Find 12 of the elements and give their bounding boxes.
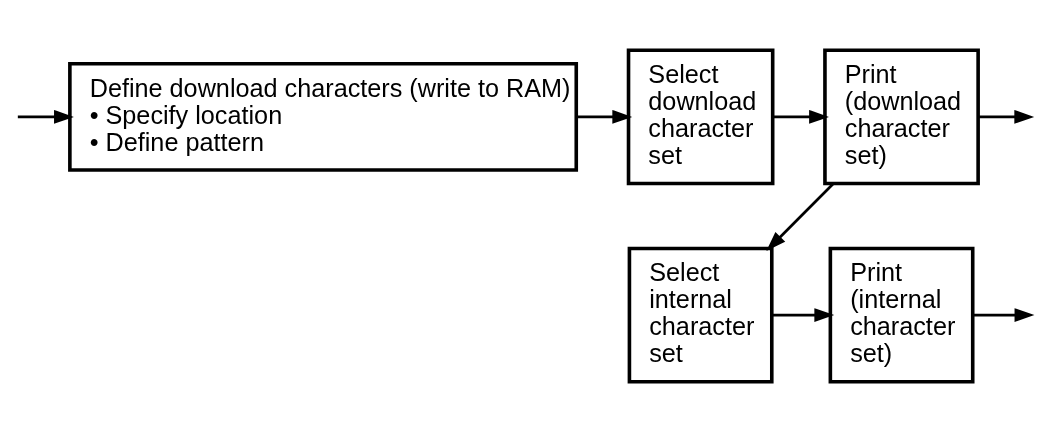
node-box: Select download character set (626, 47, 775, 185)
node-box: Print (download character set) (823, 47, 980, 185)
node-box: Select internal character set (627, 246, 774, 384)
arrow (766, 182, 834, 251)
arrow (773, 109, 829, 124)
arrow (978, 109, 1035, 124)
node-box: Print (internal character set) (828, 246, 975, 384)
node-box: Define download characters (write to RAM) • Specify location • Define pattern (68, 61, 579, 172)
arrow (576, 109, 633, 124)
arrow (772, 307, 835, 322)
arrow (17, 109, 74, 124)
arrow (972, 307, 1035, 322)
